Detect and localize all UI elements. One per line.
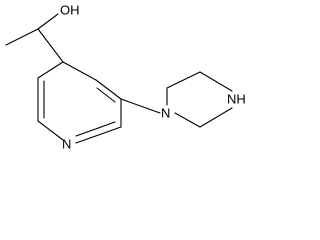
aryl-n-bond — [120, 98, 161, 114]
pip-bond-4 — [199, 107, 233, 128]
c-o-bond — [37, 13, 59, 30]
ring-bond-n-c2 — [37, 120, 64, 141]
piperazine-n-aryl-label: N — [161, 105, 170, 120]
structure-diagram: OH N N NH — [5, 2, 246, 151]
piperazine-nh-label: NH — [227, 91, 246, 106]
ring-double-bond-c6-n — [75, 121, 116, 137]
hydroxyl-label: OH — [60, 2, 80, 17]
pip-bond-2 — [166, 71, 201, 89]
pip-bond-5 — [174, 112, 201, 128]
pip-bond-3 — [199, 71, 233, 92]
pyridine-nitrogen-label: N — [62, 136, 71, 151]
c-ring-bond — [37, 28, 64, 63]
ethanol-substituent — [5, 13, 64, 63]
piperazine-ring — [166, 71, 233, 128]
ring-bond-c4-c5 — [95, 79, 122, 100]
ring-bond-c6-n — [75, 126, 122, 144]
ring-bond-c3-c4 — [62, 61, 97, 81]
pyridine-ring — [37, 61, 122, 144]
ring-double-bond-c4-c5 — [96, 87, 116, 103]
methyl-bond — [5, 28, 39, 46]
ring-bond-c3-top — [37, 61, 64, 79]
